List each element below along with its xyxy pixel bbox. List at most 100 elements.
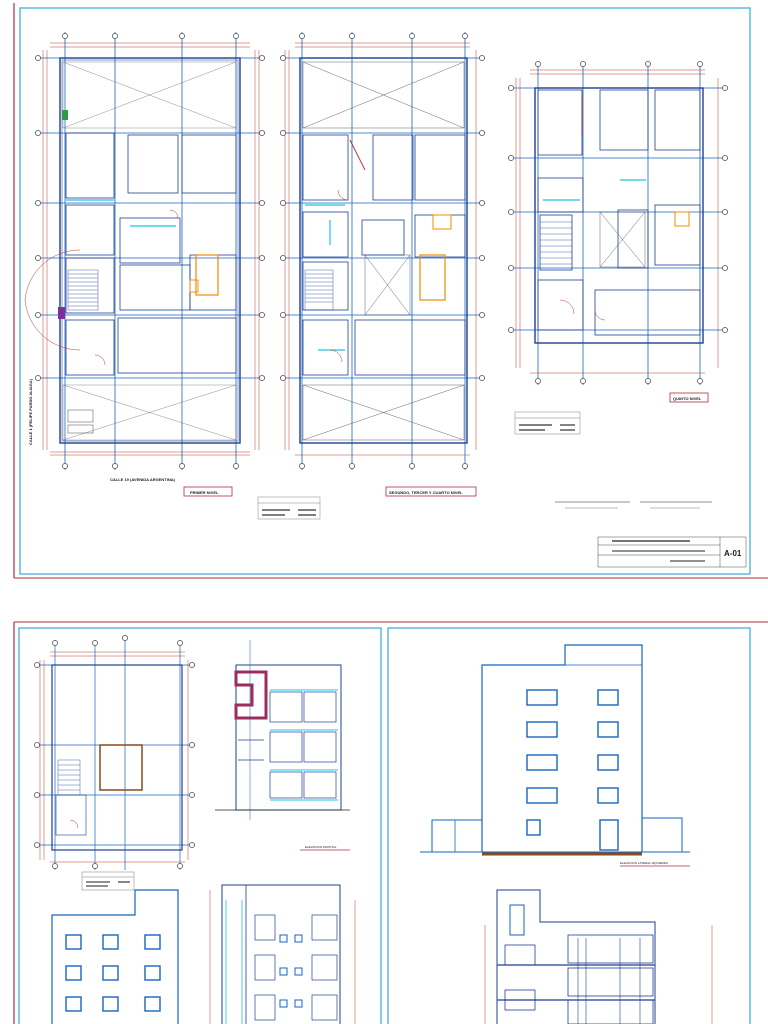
axis-bubble-icon xyxy=(722,265,728,271)
axis-bubble-icon xyxy=(52,863,58,869)
axis-bubble-icon xyxy=(508,209,514,215)
axis-bubble-icon xyxy=(479,375,485,381)
axis-bubble-icon xyxy=(189,842,195,848)
axis-bubble-icon xyxy=(35,375,41,381)
axis-bubble-icon xyxy=(259,130,265,136)
axis-bubble-icon xyxy=(535,378,541,384)
elevation-frontal-label: ELEVACION FRONTAL xyxy=(305,845,337,849)
axis-bubble-icon xyxy=(112,33,118,39)
plan-title-first: PRIMER NIVEL xyxy=(190,490,219,495)
axis-bubble-icon xyxy=(508,85,514,91)
sheet-code: A-01 xyxy=(724,549,742,558)
axis-bubble-icon xyxy=(479,55,485,61)
axis-bubble-icon xyxy=(112,463,118,469)
area-table-roof xyxy=(514,411,581,435)
axis-bubble-icon xyxy=(92,863,98,869)
axis-bubble-icon xyxy=(280,130,286,136)
axis-bubble-icon xyxy=(580,61,586,67)
axis-bubble-icon xyxy=(259,200,265,206)
axis-bubble-icon xyxy=(233,33,239,39)
axis-bubble-icon xyxy=(508,265,514,271)
section-right xyxy=(484,889,713,1024)
axis-bubble-icon xyxy=(92,640,98,646)
axis-bubble-icon xyxy=(52,640,58,646)
axis-bubble-icon xyxy=(62,463,68,469)
sheet-top-frame xyxy=(19,7,751,575)
axis-bubble-icon xyxy=(409,463,415,469)
plan-roof: QUINTO NIVEL xyxy=(508,62,728,435)
axis-bubble-icon xyxy=(179,463,185,469)
axis-bubbles xyxy=(34,33,728,869)
axis-bubble-icon xyxy=(280,255,286,261)
street-side-label: CALLE 1 (FELIPE PARDO ALIAGA) xyxy=(28,378,33,445)
axis-bubble-icon xyxy=(645,378,651,384)
axis-bubble-icon xyxy=(35,130,41,136)
axis-bubble-icon xyxy=(189,792,195,798)
axis-bubble-icon xyxy=(508,155,514,161)
axis-bubble-icon xyxy=(508,327,514,333)
axis-bubble-icon xyxy=(259,255,265,261)
axis-bubble-icon xyxy=(280,312,286,318)
axis-bubble-icon xyxy=(122,635,128,641)
plan-small xyxy=(35,635,195,891)
street-bottom-label: CALLE 19 (AVENIDA ARGENTINA) xyxy=(110,477,176,482)
axis-bubble-icon xyxy=(259,375,265,381)
axis-bubble-icon xyxy=(35,312,41,318)
axis-bubble-icon xyxy=(259,55,265,61)
axis-bubble-icon xyxy=(35,55,41,61)
axis-bubble-icon xyxy=(179,33,185,39)
axis-bubble-icon xyxy=(35,200,41,206)
axis-bubble-icon xyxy=(299,463,305,469)
axis-bubble-icon xyxy=(280,55,286,61)
axis-bubble-icon xyxy=(462,33,468,39)
elevation-lateral-label: ELEVACION LATERAL IZQUIERDA xyxy=(620,861,668,865)
elevation-frontal: ELEVACION FRONTAL xyxy=(215,640,350,851)
axis-bubble-icon xyxy=(280,200,286,206)
axis-bubble-icon xyxy=(722,327,728,333)
axis-bubble-icon xyxy=(580,378,586,384)
axis-bubble-icon xyxy=(409,33,415,39)
sheet-bottom-left-frame xyxy=(18,627,382,1024)
axis-bubble-icon xyxy=(462,463,468,469)
axis-bubble-icon xyxy=(645,61,651,67)
axis-bubble-icon xyxy=(479,200,485,206)
axis-bubble-icon xyxy=(177,863,183,869)
axis-bubble-icon xyxy=(233,463,239,469)
axis-bubble-icon xyxy=(189,742,195,748)
facade-left xyxy=(51,889,179,1024)
axis-bubble-icon xyxy=(722,155,728,161)
axis-bubble-icon xyxy=(299,33,305,39)
axis-bubble-icon xyxy=(349,463,355,469)
axis-bubble-icon xyxy=(189,662,195,668)
axis-bubble-icon xyxy=(34,742,40,748)
axis-bubble-icon xyxy=(259,312,265,318)
axis-bubble-icon xyxy=(697,378,703,384)
section-left xyxy=(209,884,356,1024)
plan-first-floor: CALLE 1 (FELIPE PARDO ALIAGA) CALLE 19 (… xyxy=(24,32,321,520)
axis-bubble-icon xyxy=(697,61,703,67)
area-table-first xyxy=(257,496,321,520)
axis-bubble-icon xyxy=(280,375,286,381)
axis-bubble-icon xyxy=(34,662,40,668)
axis-bubble-icon xyxy=(479,312,485,318)
signature-lines xyxy=(555,501,712,509)
title-block xyxy=(597,536,747,568)
elevation-lateral: ELEVACION LATERAL IZQUIERDA xyxy=(420,644,690,867)
plan-title-roof: QUINTO NIVEL xyxy=(673,396,702,401)
axis-bubble-icon xyxy=(479,130,485,136)
axis-bubble-icon xyxy=(177,640,183,646)
sheet-bottom-right-frame xyxy=(387,627,751,1024)
axis-bubble-icon xyxy=(722,85,728,91)
plan-typical-floor: SEGUNDO, TERCER Y CUARTO NIVEL xyxy=(280,32,485,497)
axis-bubble-icon xyxy=(34,842,40,848)
sheet-top xyxy=(13,3,768,579)
axis-bubble-icon xyxy=(35,255,41,261)
axis-bubble-icon xyxy=(479,255,485,261)
plan-title-typical: SEGUNDO, TERCER Y CUARTO NIVEL xyxy=(389,490,463,495)
sheet-bottom xyxy=(13,621,768,1024)
axis-bubble-icon xyxy=(722,209,728,215)
axis-bubble-icon xyxy=(34,792,40,798)
axis-bubble-icon xyxy=(349,33,355,39)
axis-bubble-icon xyxy=(535,61,541,67)
